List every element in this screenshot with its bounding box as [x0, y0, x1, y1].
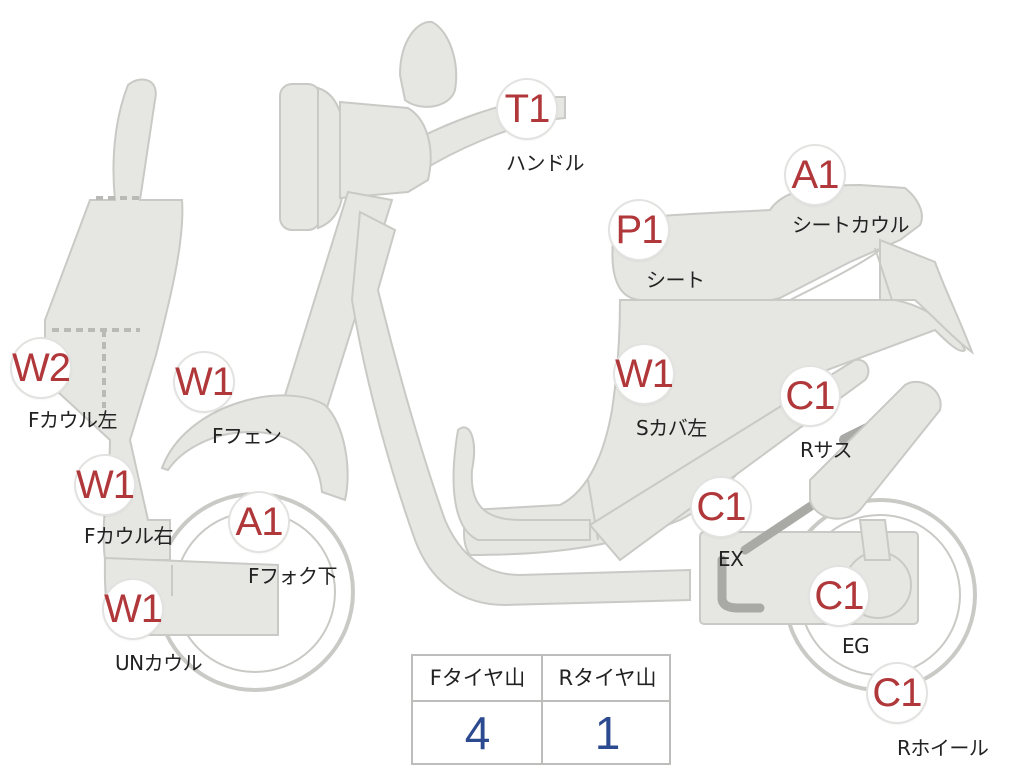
part-label: UNカウル	[115, 651, 203, 675]
floor-step	[452, 426, 591, 541]
damage-code-badge: C1	[868, 664, 926, 722]
seat-divider	[789, 249, 881, 301]
front-tire-tread-value: 4	[464, 707, 491, 759]
part-label: シート	[646, 268, 705, 292]
part-label: Fカウル左	[28, 408, 118, 432]
front-fender	[160, 394, 349, 502]
damage-code-badge: W1	[175, 353, 234, 411]
part-label: EG	[842, 634, 870, 658]
mirror	[398, 20, 458, 108]
rear-cowl-seam	[874, 247, 893, 301]
damage-code-badge: A1	[230, 493, 288, 551]
tire-tread-table: Fタイヤ山 Rタイヤ山 4 1	[411, 654, 671, 765]
damage-code-badge: W1	[76, 456, 135, 514]
part-label: Rホイール	[897, 736, 989, 760]
damage-code-badge: W2	[12, 339, 71, 397]
front-tire-tread-header: Fタイヤ山	[429, 666, 526, 690]
rear-fender-tip	[879, 238, 975, 355]
part-label: Fフェン	[212, 424, 282, 448]
damage-code-badge: A1	[786, 146, 844, 204]
damage-code-badge: C1	[810, 567, 868, 625]
part-label: Fフォク下	[248, 564, 338, 588]
part-label: Sカバ左	[636, 416, 707, 440]
damage-code-badge: W1	[615, 345, 674, 403]
exhaust-pipe	[717, 555, 765, 613]
table-divider-vertical	[541, 656, 543, 763]
handle-cover	[339, 100, 432, 200]
damage-code-badge: T1	[498, 80, 556, 138]
rear-tire-tread-value: 1	[594, 707, 621, 759]
headlight-housing	[279, 83, 321, 231]
damage-code-badge: W1	[104, 580, 163, 638]
part-label: ハンドル	[506, 151, 585, 175]
part-label: EX	[718, 547, 744, 571]
rear-shock-lower	[858, 519, 892, 561]
shock-body	[809, 380, 942, 520]
damage-code-badge: C1	[692, 478, 750, 536]
part-label: Fカウル右	[84, 524, 174, 548]
main-frame	[350, 210, 691, 607]
part-label: シートカウル	[792, 213, 910, 237]
rear-tire-tread-header: Rタイヤ山	[558, 666, 657, 690]
exhaust-pipe-upper	[740, 495, 825, 555]
damage-code-badge: C1	[781, 367, 839, 425]
damage-code-badge: P1	[610, 201, 668, 259]
part-label: Rサス	[800, 438, 853, 462]
